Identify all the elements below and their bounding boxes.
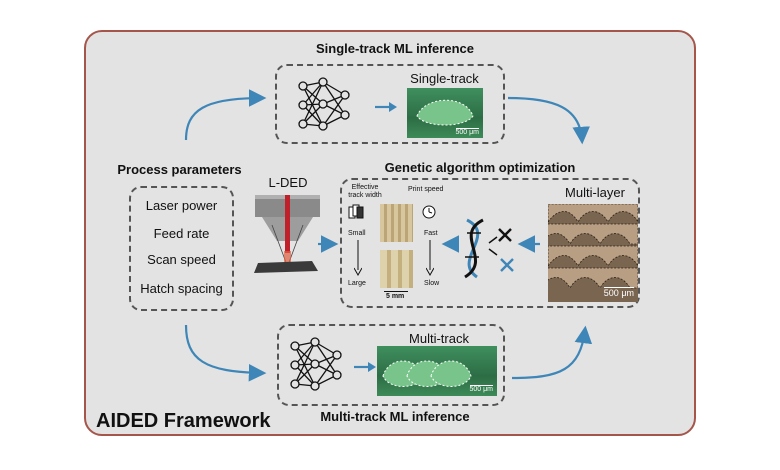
scale-5mm: 5 mm <box>386 293 405 300</box>
scale-bar <box>384 291 408 292</box>
param-laser-power: Laser power <box>145 198 218 213</box>
print-speed-slow: Slow <box>424 280 440 287</box>
track-width-heading-line1: Effective <box>351 184 379 191</box>
single-track-title: Single-track ML inference <box>316 41 474 56</box>
track-width-heading: Effective track width <box>347 184 383 200</box>
dna-crossover-icon <box>464 218 514 279</box>
process-params-box: Laser power Feed rate Scan speed Hatch s… <box>129 186 234 311</box>
multi-track-image: 500 μm <box>377 346 497 396</box>
framework-label: AIDED Framework <box>96 410 271 432</box>
clock-icon <box>422 205 436 219</box>
param-hatch-spacing: Hatch spacing <box>140 281 223 296</box>
multilayer-label: Multi-layer <box>565 185 625 200</box>
print-speed-heading: Print speed <box>408 186 444 193</box>
lded-nozzle-illustration <box>254 195 320 273</box>
neural-network-icon <box>298 77 350 131</box>
track-width-heading-line2: track width <box>348 192 382 199</box>
arrow-right-icon-2 <box>354 362 376 372</box>
multilayer-scale: 500 μm <box>603 287 634 298</box>
arrow-params-to-single <box>184 89 267 141</box>
track-width-down-arrow <box>354 240 362 276</box>
multi-track-title: Multi-track ML inference <box>320 409 470 424</box>
multi-track-box: Multi-track 500 μm <box>277 324 505 406</box>
track-width-small: Small <box>348 230 366 237</box>
single-track-scale: 500 μm <box>455 128 479 136</box>
process-params-title: Process parameters <box>117 162 242 177</box>
ga-box: Effective track width Small Large 5 mm P… <box>340 178 640 308</box>
arrow-multi-to-ga <box>511 325 593 380</box>
arrow-params-to-multi <box>184 324 267 382</box>
multilayer-image: 500 μm <box>548 204 638 302</box>
multi-track-label: Multi-track <box>409 331 469 346</box>
layers-icon <box>348 204 364 219</box>
arrow-single-to-ga <box>507 96 590 145</box>
single-track-label: Single-track <box>410 71 479 86</box>
print-speed-down-arrow <box>426 240 434 276</box>
lded-label: L-DED <box>268 175 308 190</box>
track-width-large: Large <box>348 280 366 287</box>
ga-title: Genetic algorithm optimization <box>384 160 576 175</box>
param-scan-speed: Scan speed <box>147 252 216 267</box>
multi-track-scale: 500 μm <box>469 385 493 393</box>
single-track-image: 500 μm <box>407 88 483 138</box>
neural-network-icon-2 <box>290 337 342 391</box>
single-track-box: Single-track 500 μm <box>275 64 505 144</box>
param-feed-rate: Feed rate <box>153 226 210 241</box>
print-speed-fast: Fast <box>424 230 438 237</box>
narrow-track-sample <box>380 204 413 242</box>
wide-track-sample <box>380 250 413 288</box>
arrow-right-icon <box>375 102 397 112</box>
